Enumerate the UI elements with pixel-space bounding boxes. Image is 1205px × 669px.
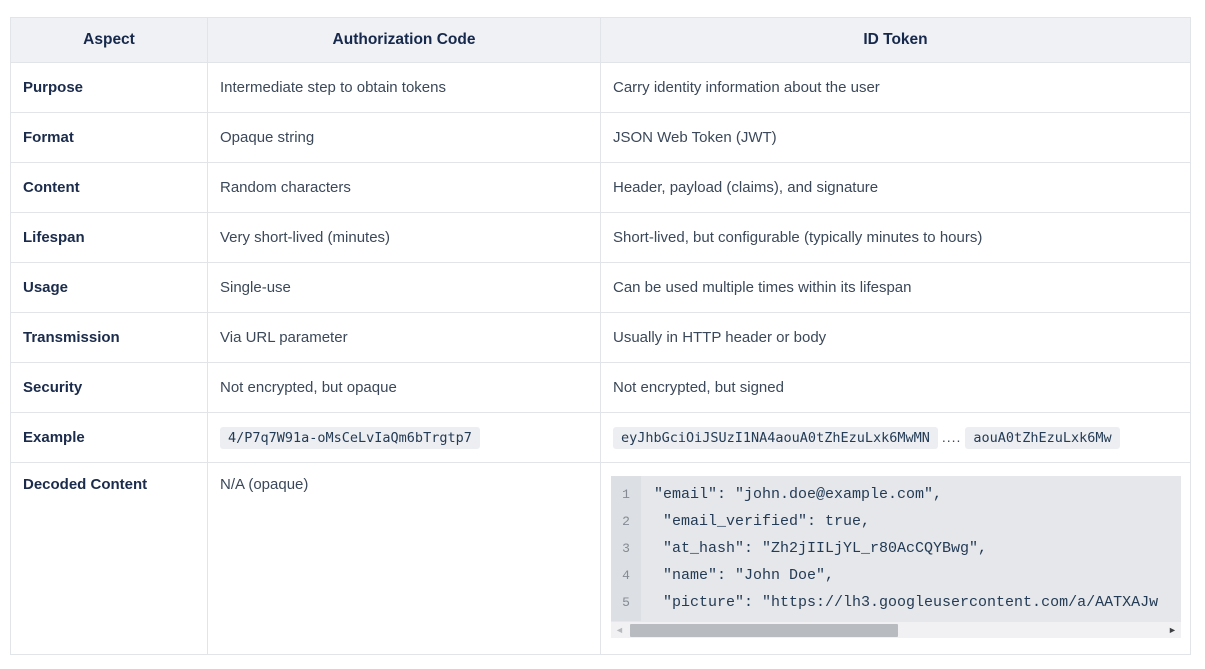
scrollbar-thumb[interactable] [630,624,898,637]
row-label: Transmission [10,312,208,363]
id-token-cell: JSON Web Token (JWT) [600,112,1191,163]
row-label: Security [10,362,208,413]
auth-code-cell: Intermediate step to obtain tokens [207,62,601,113]
auth-code-cell: Random characters [207,162,601,213]
id-token-cell: 1 2 3 4 5 "email": "john.doe@example.com… [600,462,1191,655]
comparison-table: Aspect Authorization Code ID Token Purpo… [10,17,1191,655]
header-row: Aspect Authorization Code ID Token [10,17,1191,63]
id-token-cell: Header, payload (claims), and signature [600,162,1191,213]
id-token-example-chip-end: aouA0tZhEzuLxk6Mw [965,426,1120,449]
id-token-cell: Carry identity information about the use… [600,62,1191,113]
row-label: Usage [10,262,208,313]
id-token-cell: Usually in HTTP header or body [600,312,1191,363]
auth-code-cell: Single-use [207,262,601,313]
scroll-right-arrow-icon[interactable]: ► [1168,624,1177,635]
table-row-security: Security Not encrypted, but opaque Not e… [10,362,1191,413]
line-number: 2 [622,514,630,529]
id-token-cell: eyJhbGciOiJSUzI1NA4aouA0tZhEzuLxk6MwMN..… [600,412,1191,463]
table-row-content: Content Random characters Header, payloa… [10,162,1191,213]
table-row-purpose: Purpose Intermediate step to obtain toke… [10,62,1191,113]
table-row-format: Format Opaque string JSON Web Token (JWT… [10,112,1191,163]
line-number: 5 [622,595,630,610]
id-token-cell: Short-lived, but configurable (typically… [600,212,1191,263]
table-row-transmission: Transmission Via URL parameter Usually i… [10,312,1191,363]
row-label: Decoded Content [10,462,208,655]
auth-code-example-chip: 4/P7q7W91a-oMsCeLvIaQm6bTrgtp7 [220,426,480,449]
id-token-cell: Can be used multiple times within its li… [600,262,1191,313]
id-token-cell: Not encrypted, but signed [600,362,1191,413]
table-row-lifespan: Lifespan Very short-lived (minutes) Shor… [10,212,1191,263]
auth-code-cell: N/A (opaque) [207,462,601,655]
auth-code-cell: Not encrypted, but opaque [207,362,601,413]
row-label: Example [10,412,208,463]
ellipsis-separator: .... [941,428,962,445]
table-row-example: Example 4/P7q7W91a-oMsCeLvIaQm6bTrgtp7 e… [10,412,1191,463]
code-lines: "email": "john.doe@example.com", "email_… [641,476,1181,621]
code-line: "email": "john.doe@example.com", [654,486,943,503]
row-label: Purpose [10,62,208,113]
code-line: "name": "John Doe", [654,567,835,584]
line-number-gutter: 1 2 3 4 5 [611,476,641,621]
line-number: 4 [622,568,630,583]
code-block: 1 2 3 4 5 "email": "john.doe@example.com… [611,476,1181,638]
row-label: Format [10,112,208,163]
code-line: "email_verified": true, [654,513,871,530]
auth-code-cell: Via URL parameter [207,312,601,363]
horizontal-scrollbar[interactable]: ◄ ► [611,621,1181,638]
id-token-example-chip-start: eyJhbGciOiJSUzI1NA4aouA0tZhEzuLxk6MwMN [613,426,938,449]
auth-code-cell: 4/P7q7W91a-oMsCeLvIaQm6bTrgtp7 [207,412,601,463]
column-header-aspect: Aspect [10,17,208,63]
table-row-decoded-content: Decoded Content N/A (opaque) 1 2 3 4 5 "… [10,462,1191,655]
code-body: 1 2 3 4 5 "email": "john.doe@example.com… [611,476,1181,621]
auth-code-cell: Very short-lived (minutes) [207,212,601,263]
code-line: "picture": "https://lh3.googleuserconten… [654,594,1159,611]
line-number: 3 [622,541,630,556]
column-header-authorization-code: Authorization Code [207,17,601,63]
row-label: Content [10,162,208,213]
scrollbar-track[interactable] [628,622,1164,638]
table-row-usage: Usage Single-use Can be used multiple ti… [10,262,1191,313]
auth-code-cell: Opaque string [207,112,601,163]
scroll-left-arrow-icon[interactable]: ◄ [615,624,624,635]
code-line: "at_hash": "Zh2jIILjYL_r80AcCQYBwg", [654,540,988,557]
row-label: Lifespan [10,212,208,263]
line-number: 1 [622,487,630,502]
column-header-id-token: ID Token [600,17,1191,63]
